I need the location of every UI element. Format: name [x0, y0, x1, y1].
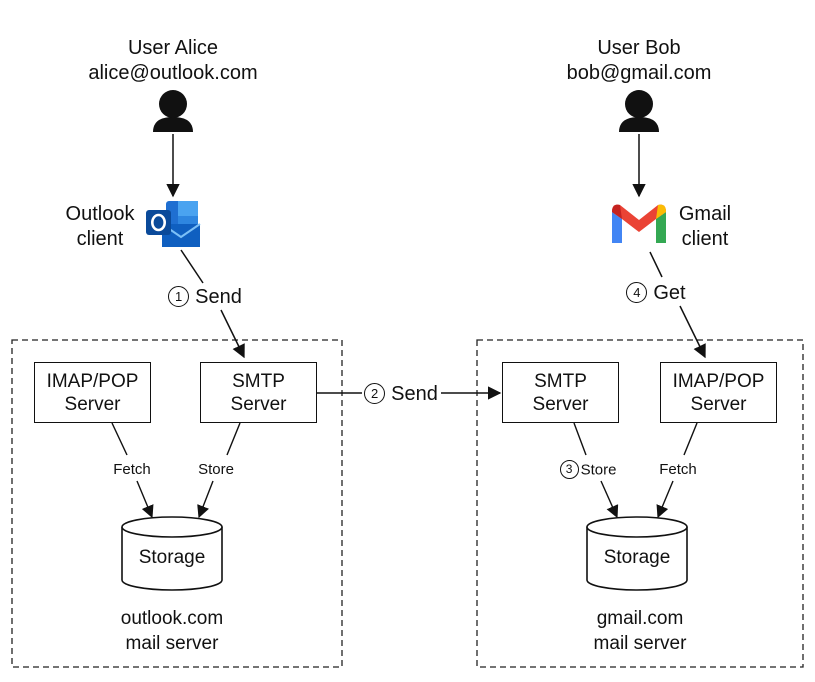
gmail-smtp-label-line1: SMTP	[534, 370, 587, 392]
step2-number-badge: 2	[364, 383, 386, 405]
outlook-fetch-line-lower	[136, 480, 154, 519]
step4-number-badge: 4	[626, 282, 648, 304]
gmail-storage-cylinder	[586, 516, 688, 591]
gmail-smtp-label-line2: Server	[532, 393, 589, 415]
gmail-caption-line1: gmail.com	[596, 608, 684, 629]
outlook-imap-pop-server-box: IMAP/POP Server	[34, 362, 151, 423]
alice-email: alice@outlook.com	[88, 62, 258, 84]
outlook-store-line-upper	[226, 422, 241, 456]
alice-title: User Alice	[127, 37, 219, 59]
gmail-imap-pop-server-box: IMAP/POP Server	[660, 362, 777, 423]
outlook-caption-line1: outlook.com	[120, 608, 224, 629]
outlook-fetch-line-upper	[111, 422, 128, 456]
bob-title: User Bob	[597, 37, 681, 59]
alice-person-icon	[153, 90, 193, 132]
step3-text: Store	[580, 461, 617, 479]
gmail-fetch-line-upper	[683, 422, 698, 456]
step1-text: Send	[195, 286, 242, 308]
gmail-fetch-line-lower	[656, 480, 674, 519]
outlook-smtp-server-box: SMTP Server	[200, 362, 317, 423]
gmail-store-line-upper	[573, 422, 587, 456]
step1-number-badge: 1	[168, 286, 190, 308]
outlook-imap-label-line2: Server	[64, 393, 121, 415]
outlook-server-container	[11, 339, 343, 668]
outlook-smtp-label-line2: Server	[230, 393, 287, 415]
gmail-smtp-server-box: SMTP Server	[502, 362, 619, 423]
step4-line-lower	[679, 305, 706, 359]
gmail-fetch-label: Fetch	[659, 461, 697, 478]
outlook-logo-icon	[146, 201, 201, 247]
bob-person-icon	[619, 90, 659, 132]
gmail-caption-line2: mail server	[593, 633, 687, 654]
outlook-store-line-lower	[197, 480, 214, 519]
step1-line-upper	[180, 249, 204, 284]
outlook-storage-label: Storage	[138, 547, 206, 568]
gmail-imap-label-line2: Server	[690, 393, 747, 415]
outlook-smtp-label-line1: SMTP	[232, 370, 285, 392]
outlook-client-label-line2: client	[76, 228, 124, 250]
step4-text: Get	[653, 282, 686, 304]
outlook-imap-label-line1: IMAP/POP	[46, 370, 139, 392]
outlook-storage-cylinder	[121, 516, 223, 591]
outlook-store-label: Store	[198, 461, 234, 478]
outlook-client-label-line1: Outlook	[65, 203, 135, 225]
step1-line-lower	[220, 309, 245, 359]
step3-number-badge: 3	[559, 460, 579, 479]
gmail-store-line-lower	[600, 480, 619, 519]
gmail-client-label-line2: client	[681, 228, 729, 250]
gmail-imap-label-line1: IMAP/POP	[672, 370, 765, 392]
step2-text: Send	[391, 383, 438, 405]
outlook-fetch-label: Fetch	[113, 461, 151, 478]
gmail-storage-label: Storage	[603, 547, 671, 568]
gmail-logo-icon	[612, 204, 666, 243]
gmail-client-label-line1: Gmail	[678, 203, 732, 225]
gmail-server-container	[476, 339, 804, 668]
outlook-caption-line2: mail server	[125, 633, 219, 654]
step4-line-upper	[649, 251, 663, 278]
bob-email: bob@gmail.com	[566, 62, 712, 84]
